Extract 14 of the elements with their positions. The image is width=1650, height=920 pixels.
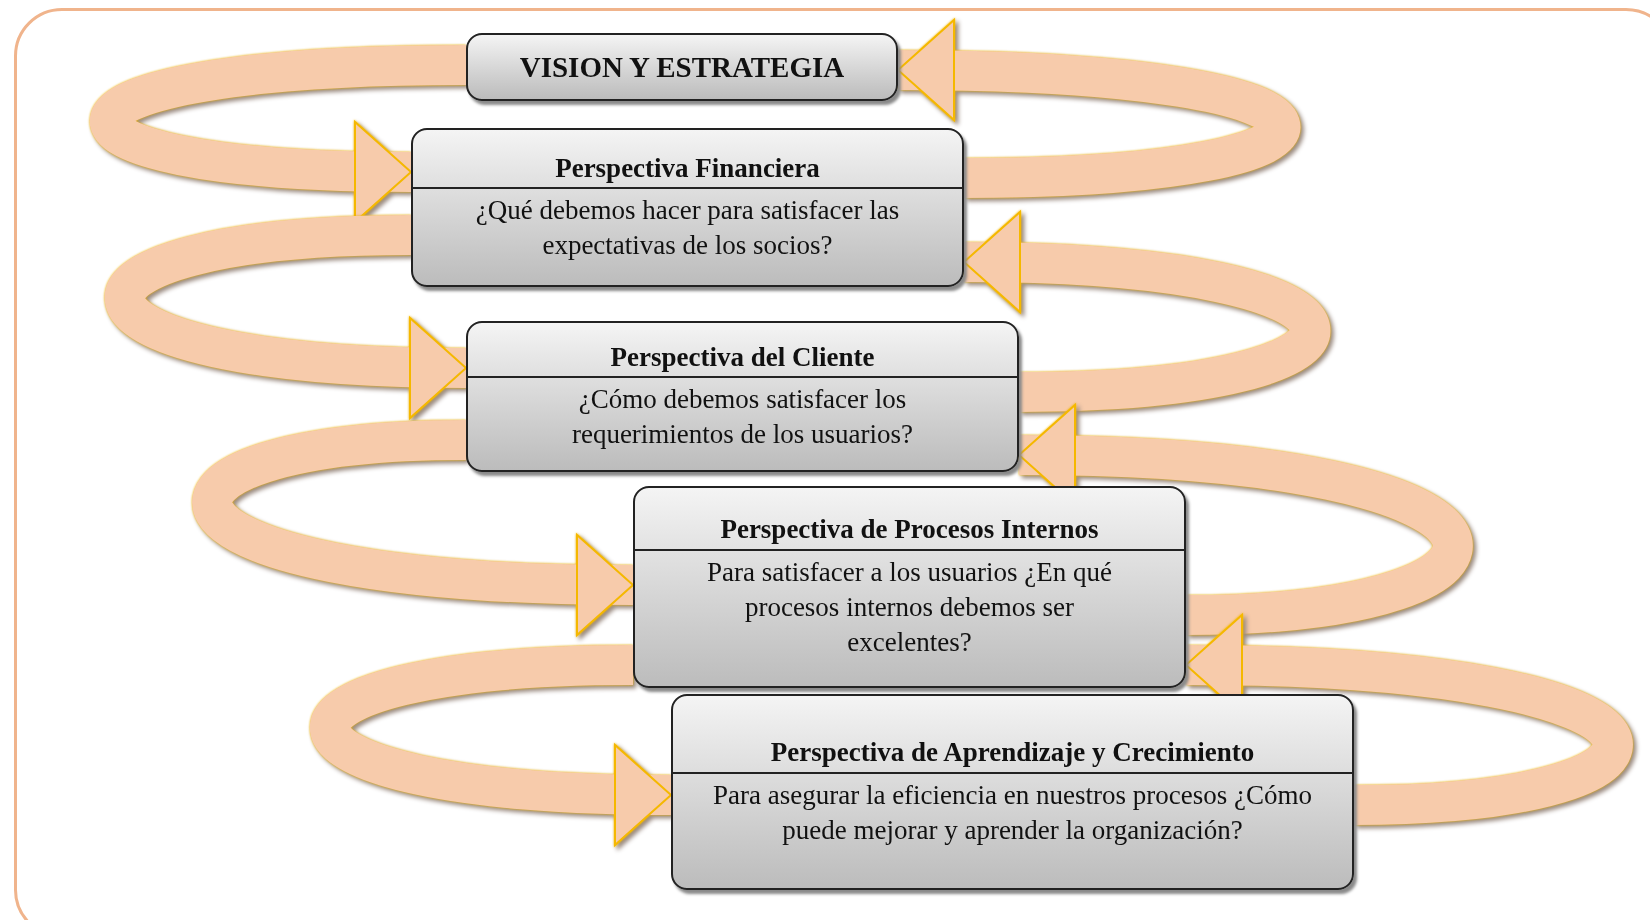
box-heading: Perspectiva Financiera	[413, 151, 962, 190]
box-title: VISION Y ESTRATEGIA	[519, 49, 845, 85]
perspective-box	[411, 128, 964, 287]
box-heading: Perspectiva del Cliente	[468, 340, 1017, 379]
box-question: ¿Qué debemos hacer para satisfacer las expectativas de los socios?	[474, 194, 901, 263]
title-box	[466, 33, 898, 101]
perspective-box	[633, 486, 1186, 688]
perspective-box	[466, 321, 1019, 472]
box-heading: Perspectiva de Procesos Internos	[635, 513, 1184, 552]
box-question: ¿Cómo debemos satisfacer los requerimientos de los usuarios?	[570, 383, 915, 452]
box-question: Para asegurar la eficiencia en nuestros procesos ¿Cómo puede mejorar y aprender la organización?	[712, 778, 1313, 847]
box-heading: Perspectiva de Aprendizaje y Crecimiento	[673, 736, 1352, 774]
perspective-box	[671, 694, 1354, 890]
box-question: Para satisfacer a los usuarios ¿En qué procesos internos debemos ser excelentes?	[706, 556, 1113, 660]
